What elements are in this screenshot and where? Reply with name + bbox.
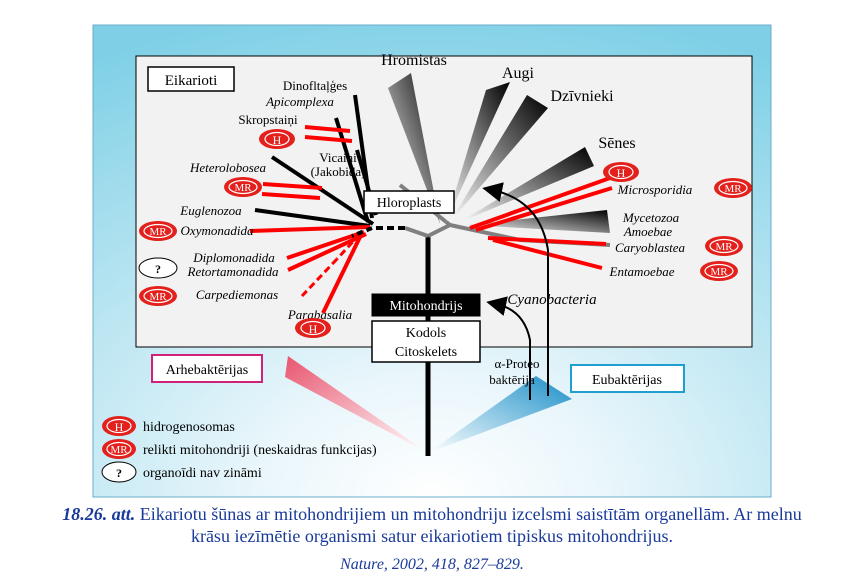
archaebacteria-box: [151, 354, 263, 383]
dinoflagellates-label: Dinofltaļģes: [283, 78, 347, 93]
branch-line: [335, 232, 362, 261]
svg-text:H: H: [617, 166, 626, 180]
caption-source: Nature, 2002, 418, 827–829.: [340, 556, 524, 573]
mitochondria-label: Mitohondrijs: [389, 299, 462, 314]
eukaryotes-label: Eikarioti: [165, 73, 218, 89]
legend-unknown: ? organoīdi nav zināmi: [101, 461, 262, 483]
branch-line: [469, 176, 611, 230]
alpha-proteobacteria-arrow: [486, 296, 531, 400]
nucleus-label: Kodols: [406, 326, 446, 341]
svg-text:MR: MR: [715, 241, 733, 253]
relict-mitochondria-badge: MR: [224, 177, 262, 197]
hydrogenosome-badge: H: [259, 129, 295, 149]
branch-line: [334, 117, 370, 223]
relict-mitochondria-badge: MR: [705, 236, 743, 256]
animals-wedge: [450, 95, 548, 222]
plastid-box: [363, 190, 455, 214]
relict-mitochondria-badge: MR: [700, 261, 738, 281]
caption-text-2: krāsu iezīmētie organismi satur eikariot…: [190, 526, 674, 546]
heterolobosea-label: Heterolobosea: [189, 160, 267, 175]
plastid-lineage-line: [404, 226, 429, 238]
legend-hydrogenosomes: H hidrogenosomas: [102, 416, 235, 436]
cyanobacteria-arrow: [482, 182, 549, 396]
svg-text:MR: MR: [710, 266, 728, 278]
amoebae-label: Amoebae: [623, 224, 673, 239]
branch-line: [262, 182, 323, 190]
branch-line: [286, 230, 365, 260]
jakobids-label-2: (Jakobida): [311, 164, 366, 179]
caption-line-1: 18.26. att. Eikariotu šūnas ar mitohondr…: [0, 503, 864, 525]
apicomplexa-label: Apicomplexa: [265, 94, 334, 109]
hydrogenosome-badge: H: [603, 162, 639, 182]
eubacteria-box: [570, 364, 685, 393]
legend-hydrogenosomes-text: hidrogenosomas: [143, 420, 235, 435]
branch-line: [351, 226, 373, 238]
alpha-proteobacteria-label-1: α-Proteo: [494, 356, 539, 371]
entamoebae-label: Entamoebae: [609, 264, 675, 279]
eukaryotes-label-box: [147, 66, 235, 92]
svg-text:?: ?: [155, 262, 161, 276]
branch-line: [254, 208, 371, 228]
svg-text:MR: MR: [724, 183, 742, 195]
diplomonadida-label: Diplomonadida: [192, 250, 275, 265]
svg-text:H: H: [115, 420, 124, 434]
figure-number: 18.26. att.: [62, 504, 136, 524]
archaebacteria-wedge: [285, 356, 428, 453]
legend-relict-mitochondria: MR relikti mitohondriji (neskaidras funk…: [102, 439, 377, 459]
plastid-label: Hloroplasts: [377, 196, 442, 211]
phylogeny-figure: Eikarioti Hromistas Augi Dzīvnieki Sēnes…: [92, 24, 772, 498]
archaebacteria-label: Arhebaktērijas: [166, 363, 248, 378]
branch-line: [249, 225, 371, 233]
branch-line: [287, 232, 367, 272]
svg-text:MR: MR: [110, 444, 128, 456]
cyanobacteria-label: Cyanobacteria: [507, 292, 596, 308]
parabasalia-label: Parabasalia: [287, 307, 353, 322]
carpediemonas-label: Carpediemonas: [196, 287, 278, 302]
jakobids-label-1: Vicaiņi: [319, 150, 357, 165]
svg-text:MR: MR: [149, 291, 167, 303]
oxymonadida-label: Oxymonadida: [181, 223, 254, 238]
relict-mitochondria-badge: MR: [139, 286, 177, 306]
branch-line: [304, 125, 351, 133]
plants-wedge: [446, 82, 510, 222]
relict-mitochondria-badge: MR: [714, 178, 752, 198]
legend-relict-mitochondria-text: relikti mitohondriji (neskaidras funkcij…: [143, 443, 377, 458]
branch-line: [304, 135, 353, 143]
relict-mitochondria-badge: MR: [139, 221, 177, 241]
mitochondria-box: [371, 293, 481, 317]
plants-label: Augi: [502, 65, 535, 82]
svg-text:H: H: [273, 133, 282, 147]
fungi-wedge: [458, 147, 594, 223]
unknown-organelle-badge: ?: [138, 257, 178, 279]
branch-line: [321, 236, 362, 314]
caryoblastea-label: Caryoblastea: [615, 240, 686, 255]
ciliates-label: Skropstaiņi: [238, 112, 298, 127]
fungi-label: Sēnes: [598, 135, 635, 152]
svg-text:MR: MR: [149, 226, 167, 238]
mycetozoa-label: Mycetozoa: [622, 210, 680, 225]
euglenozoa-label: Euglenozoa: [179, 203, 242, 218]
hydrogenosome-badge: H: [295, 318, 331, 338]
branch-line: [261, 192, 321, 200]
legend-unknown-text: organoīdi nav zināmi: [143, 466, 262, 481]
caption-text-1: Eikariotu šūnas ar mitohondrijiem un mit…: [139, 504, 802, 524]
chromists-label: Hromistas: [381, 52, 447, 69]
alpha-proteobacteria-label-2: baktērija: [489, 372, 535, 387]
branch-line: [270, 155, 375, 226]
microsporidia-label: Microsporidia: [617, 182, 693, 197]
nucleus-box: [371, 320, 481, 363]
animals-label: Dzīvnieki: [550, 88, 614, 105]
cytoskeleton-label: Citoskelets: [395, 345, 457, 360]
svg-text:?: ?: [116, 466, 122, 480]
retortamonadida-label: Retortamonadida: [187, 264, 279, 279]
eubacteria-label: Eubaktērijas: [592, 373, 662, 388]
branch-line: [475, 186, 613, 232]
svg-text:MR: MR: [234, 182, 252, 194]
branch-line: [300, 257, 339, 298]
eubacteria-wedge: [428, 376, 572, 453]
chromists-wedge: [388, 73, 440, 224]
svg-text:H: H: [309, 322, 318, 336]
